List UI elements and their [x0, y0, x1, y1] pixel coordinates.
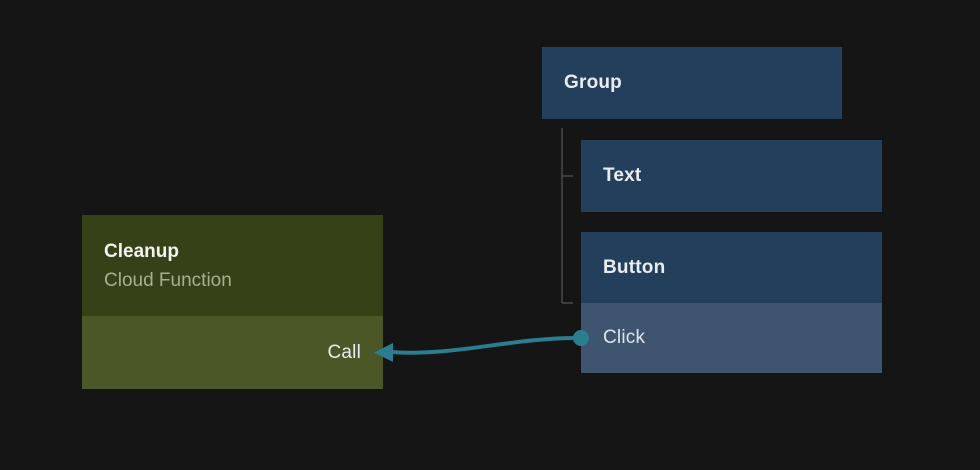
node-text-label: Text — [603, 165, 642, 186]
node-button-label: Button — [603, 256, 666, 278]
event-row-click-label: Click — [603, 327, 646, 348]
node-cleanup-subtitle: Cloud Function — [104, 269, 232, 291]
node-group[interactable]: Group — [542, 47, 842, 119]
node-cleanup-title: Cleanup — [104, 240, 179, 262]
hierarchy-connector-line — [561, 128, 573, 304]
node-text[interactable]: Text — [581, 140, 882, 212]
node-group-label: Group — [564, 72, 622, 93]
action-row-call-label: Call — [327, 341, 361, 363]
node-cleanup-header[interactable]: Cleanup Cloud Function — [82, 215, 383, 316]
node-cleanup: Cleanup Cloud Function Call — [82, 215, 383, 389]
node-button: Button Click — [581, 232, 882, 373]
node-button-header[interactable]: Button — [581, 232, 882, 303]
event-row-click[interactable]: Click — [581, 303, 882, 373]
action-row-call[interactable]: Call — [82, 316, 383, 389]
connection-wire[interactable] — [390, 335, 583, 355]
